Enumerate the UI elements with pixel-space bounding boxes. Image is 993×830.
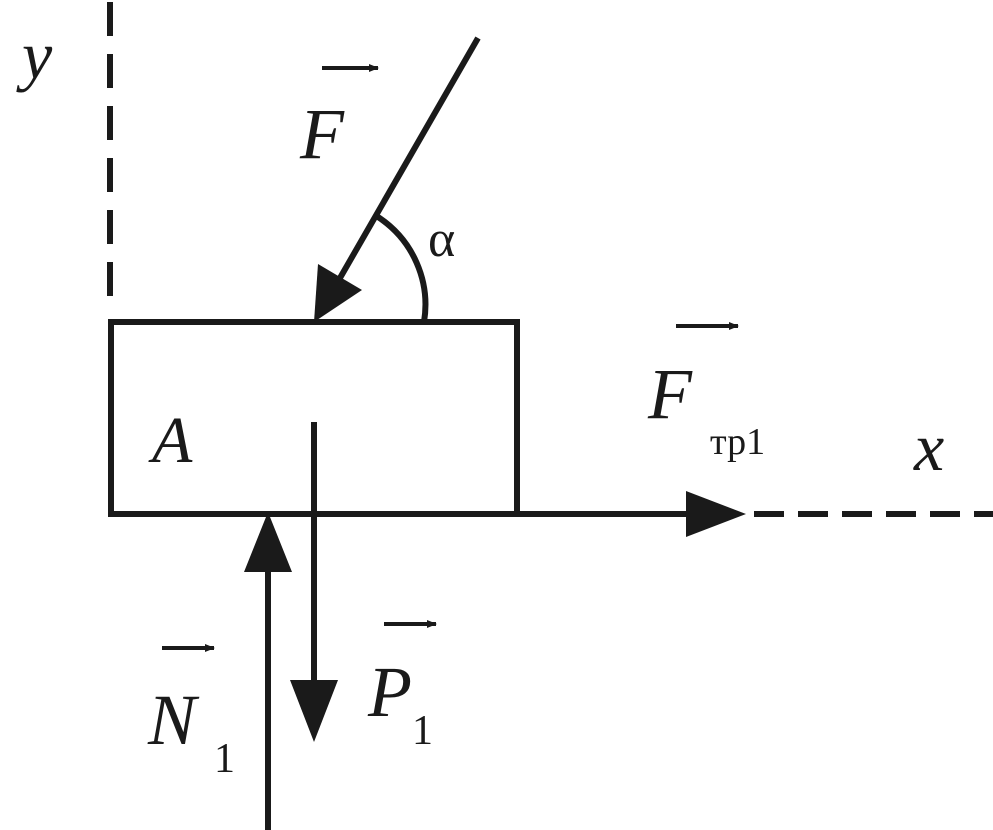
friction-force-subscript: тр1 <box>710 421 765 463</box>
friction-force-label: F <box>647 354 693 434</box>
friction-force-arrowhead <box>686 491 746 537</box>
x-axis-label: x <box>913 409 944 485</box>
force-f-label: F <box>299 94 345 174</box>
weight-force-subscript: 1 <box>412 708 433 754</box>
normal-force-arrowhead <box>244 512 292 572</box>
force-f-arrowhead <box>314 264 362 322</box>
normal-force-label: N <box>147 680 200 760</box>
angle-label: α <box>428 211 455 268</box>
force-f-line <box>337 36 481 280</box>
block-label: A <box>148 404 193 477</box>
y-axis-label: y <box>16 17 53 93</box>
angle-arc <box>376 214 429 323</box>
normal-force-subscript: 1 <box>214 736 235 782</box>
weight-force-label: P <box>367 652 412 732</box>
weight-force-arrowhead <box>290 680 338 742</box>
